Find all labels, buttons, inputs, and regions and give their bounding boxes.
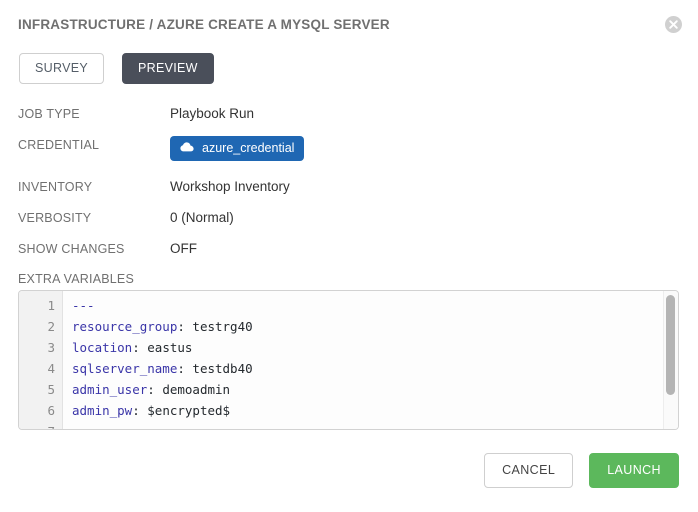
- editor-gutter: 1234567: [19, 291, 63, 429]
- label-show-changes: SHOW CHANGES: [18, 239, 170, 258]
- launch-button[interactable]: LAUNCH: [589, 453, 679, 488]
- value-show-changes: OFF: [170, 239, 197, 258]
- cancel-button[interactable]: CANCEL: [484, 453, 573, 488]
- detail-row-credential: CREDENTIAL azure_credential: [18, 135, 680, 177]
- label-credential: CREDENTIAL: [18, 135, 170, 154]
- value-credential: azure_credential: [170, 135, 304, 161]
- detail-row-inventory: INVENTORY Workshop Inventory: [18, 177, 680, 208]
- credential-name: azure_credential: [202, 141, 294, 155]
- dialog-header: INFRASTRUCTURE / AZURE CREATE A MYSQL SE…: [18, 14, 680, 36]
- dialog-footer: CANCEL LAUNCH: [484, 453, 679, 488]
- close-icon[interactable]: [665, 16, 682, 33]
- value-verbosity: 0 (Normal): [170, 208, 234, 227]
- page-title: INFRASTRUCTURE / AZURE CREATE A MYSQL SE…: [18, 14, 680, 36]
- detail-row-job-type: JOB TYPE Playbook Run: [18, 104, 680, 135]
- job-details: JOB TYPE Playbook Run CREDENTIAL azure_c…: [18, 104, 680, 270]
- label-inventory: INVENTORY: [18, 177, 170, 196]
- editor-code-area[interactable]: ---resource_group: testrg40location: eas…: [64, 291, 678, 429]
- value-inventory: Workshop Inventory: [170, 177, 290, 196]
- editor-scrollbar-thumb[interactable]: [666, 295, 675, 395]
- value-job-type: Playbook Run: [170, 104, 254, 123]
- detail-row-verbosity: VERBOSITY 0 (Normal): [18, 208, 680, 239]
- detail-row-show-changes: SHOW CHANGES OFF: [18, 239, 680, 270]
- credential-badge[interactable]: azure_credential: [170, 136, 304, 161]
- label-extra-variables: EXTRA VARIABLES: [18, 272, 134, 286]
- tab-preview[interactable]: PREVIEW: [122, 53, 214, 84]
- extra-variables-editor[interactable]: 1234567 ---resource_group: testrg40locat…: [18, 290, 679, 430]
- editor-scrollbar[interactable]: [663, 291, 678, 429]
- label-job-type: JOB TYPE: [18, 104, 170, 123]
- label-verbosity: VERBOSITY: [18, 208, 170, 227]
- editor-code[interactable]: ---resource_group: testrg40location: eas…: [64, 291, 678, 429]
- tab-survey[interactable]: SURVEY: [19, 53, 104, 84]
- dialog-tabs: SURVEY PREVIEW: [19, 53, 214, 84]
- editor-line-numbers: 1234567: [19, 291, 62, 430]
- cloud-icon: [180, 141, 194, 155]
